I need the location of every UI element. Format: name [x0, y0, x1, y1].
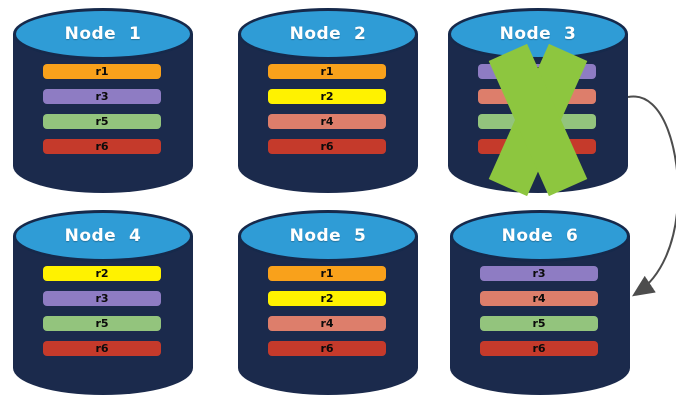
node-2-cylinder-top: Node 2: [238, 8, 418, 60]
replica-bar: r4: [268, 114, 386, 129]
replica-bar: r5: [478, 114, 596, 129]
node-2-cylinder-body: [238, 34, 418, 193]
replica-label: r3: [95, 90, 109, 103]
node-6-cylinder-top: Node 6: [450, 210, 630, 262]
replica-label: r5: [95, 115, 109, 128]
node-title: Node 1: [64, 24, 142, 44]
replica-bar: r4: [268, 316, 386, 331]
replica-bar: r6: [478, 139, 596, 154]
node-6: Node 6 r3 r4 r5 r6: [450, 210, 630, 398]
replica-label: r4: [320, 317, 334, 330]
replica-bar: r5: [43, 114, 161, 129]
node-1-cylinder-body: [13, 34, 193, 193]
node-4-cylinder-body: [13, 236, 193, 395]
replica-bar: r2: [268, 89, 386, 104]
replica-label: r6: [532, 342, 546, 355]
node-1-cylinder-top: Node 1: [13, 8, 193, 60]
replica-bar: r3: [43, 291, 161, 306]
replica-label: r2: [320, 292, 334, 305]
node-5-cylinder-body: [238, 236, 418, 395]
replica-label: r2: [320, 90, 334, 103]
replica-bar: r2: [43, 266, 161, 281]
replica-label: r3: [95, 292, 109, 305]
replica-bar: r6: [268, 139, 386, 154]
replica-bar: r6: [480, 341, 598, 356]
replica-label: r5: [530, 115, 544, 128]
replica-label: r4: [530, 90, 544, 103]
replica-bar: r6: [268, 341, 386, 356]
node-title: Node 2: [289, 24, 367, 44]
node-3-cylinder-top: Node 3: [448, 8, 628, 60]
replica-bar: r3: [478, 64, 596, 79]
replica-label: r5: [532, 317, 546, 330]
node-6-cylinder-body: [450, 236, 630, 395]
replica-label: r6: [320, 342, 334, 355]
replica-bar: r3: [480, 266, 598, 281]
replica-label: r6: [95, 342, 109, 355]
node-3: Node 3 r3 r4 r5 r6: [448, 8, 628, 197]
replica-label: r6: [95, 140, 109, 153]
node-1: Node 1 r1 r3 r5 r6: [13, 8, 193, 196]
replica-bar: r4: [478, 89, 596, 104]
node-5: Node 5 r1 r2 r4 r6: [238, 210, 418, 398]
failover-arrow: [627, 95, 676, 297]
replica-label: r4: [320, 115, 334, 128]
node-4-cylinder-top: Node 4: [13, 210, 193, 262]
replica-label: r1: [320, 267, 334, 280]
replica-bar: r3: [43, 89, 161, 104]
replica-bar: r5: [43, 316, 161, 331]
replica-bar: r6: [43, 341, 161, 356]
replica-label: r1: [320, 65, 334, 78]
replica-bar: r4: [480, 291, 598, 306]
replica-label: r3: [530, 65, 544, 78]
node-title: Node 5: [289, 226, 367, 246]
replica-bar: r2: [268, 291, 386, 306]
node-title: Node 3: [499, 24, 577, 44]
replica-label: r1: [95, 65, 109, 78]
node-title: Node 4: [64, 226, 142, 246]
node-5-cylinder-top: Node 5: [238, 210, 418, 262]
replica-label: r2: [95, 267, 109, 280]
replica-label: r3: [532, 267, 546, 280]
replica-label: r5: [95, 317, 109, 330]
replica-bar: r1: [268, 266, 386, 281]
replica-label: r6: [320, 140, 334, 153]
replica-bar: r5: [480, 316, 598, 331]
replica-bar: r1: [43, 64, 161, 79]
replica-bar: r6: [43, 139, 161, 154]
replica-label: r4: [532, 292, 546, 305]
replica-label: r6: [530, 140, 544, 153]
replica-bar: r1: [268, 64, 386, 79]
node-4: Node 4 r2 r3 r5 r6: [13, 210, 193, 398]
node-2: Node 2 r1 r2 r4 r6: [238, 8, 418, 196]
node-title: Node 6: [501, 226, 579, 246]
